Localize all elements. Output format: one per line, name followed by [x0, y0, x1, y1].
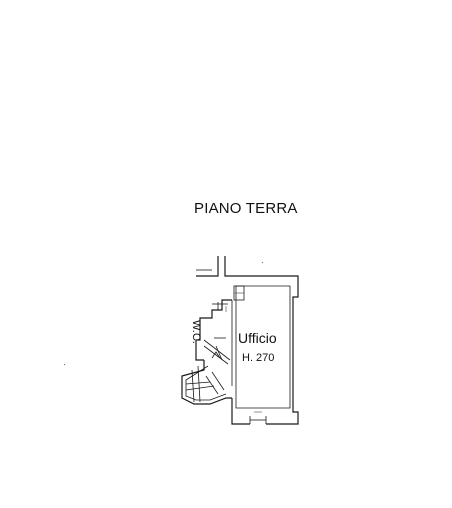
door-bottom: [249, 411, 267, 424]
staircase: [181, 337, 232, 405]
wc-walls: [195, 299, 232, 361]
shaft-block: [233, 285, 245, 301]
tick-marks: [63, 261, 264, 366]
floor-title: PIANO TERRA: [194, 200, 298, 217]
room-name-office: Ufficio: [238, 330, 277, 346]
room-height-office: H. 270: [242, 352, 275, 364]
corridor-walls: [196, 256, 230, 277]
office-walls: [230, 275, 299, 425]
room-name-wc: W.C.: [190, 320, 202, 344]
